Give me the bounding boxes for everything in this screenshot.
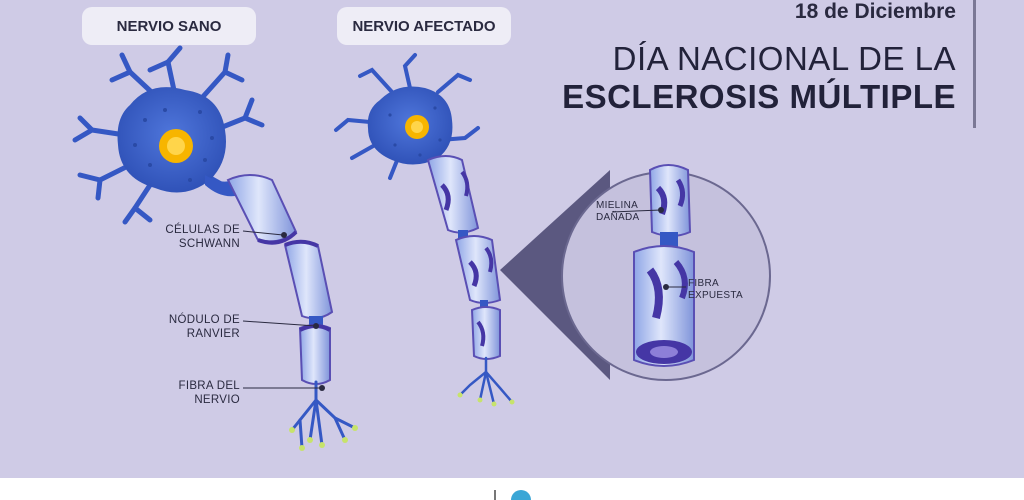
affected-nerve-label: NERVIO AFECTADO (337, 7, 511, 45)
exposed-label-line-2: EXPUESTA (688, 290, 744, 301)
ranvier-label-line-1: NÓDULO DE (168, 314, 240, 326)
schwann-label-line-1: CÉLULAS DE (165, 224, 240, 236)
healthy-nerve-label: NERVIO SANO (82, 7, 256, 45)
exposed-fiber-label: FIBRA EXPUESTA (688, 278, 768, 302)
exposed-label-line-1: FIBRA (688, 278, 719, 289)
title-divider (973, 0, 976, 128)
title-line-1: DÍA NACIONAL DE LA (612, 40, 956, 77)
magnifier (500, 164, 771, 381)
healthy-neuron (72, 45, 358, 451)
nerve-fiber-label: FIBRA DEL NERVIO (120, 379, 240, 407)
footer-divider (494, 490, 496, 500)
schwann-cells-label: CÉLULAS DE SCHWANN (120, 223, 240, 251)
fiber-label-line-2: NERVIO (194, 394, 240, 406)
fiber-label-line-1: FIBRA DEL (178, 380, 240, 392)
event-date: 18 de Diciembre (794, 0, 956, 23)
ranvier-node-label: NÓDULO DE RANVIER (120, 313, 240, 341)
footer-bar (0, 478, 1024, 500)
damaged-myelin-label: MIELINA DAÑADA (596, 200, 666, 224)
damaged-label-line-2: DAÑADA (596, 212, 640, 223)
ranvier-label-line-2: RANVIER (186, 328, 240, 340)
damaged-label-line-1: MIELINA (596, 200, 639, 211)
affected-neuron (334, 53, 515, 407)
schwann-label-line-2: SCHWANN (178, 238, 240, 250)
leader-lines (242, 209, 686, 389)
title-line-2: ESCLEROSIS MÚLTIPLE (562, 78, 956, 115)
footer-logo-icon (511, 490, 531, 500)
